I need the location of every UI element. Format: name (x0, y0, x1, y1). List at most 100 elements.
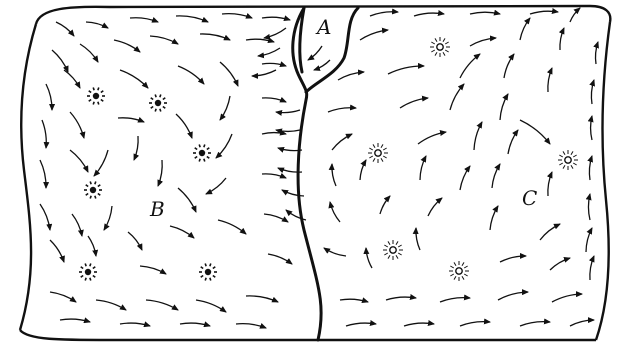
field-arrow (146, 300, 178, 310)
halo-ray (89, 100, 91, 102)
halo-ray (573, 163, 576, 165)
halo-ray (571, 151, 573, 154)
halo-ray (373, 158, 375, 161)
field-arrow (128, 232, 142, 250)
field-arrow (416, 228, 420, 250)
halo-ray (559, 163, 562, 165)
field-arrows (40, 8, 598, 328)
field-arrow (548, 68, 552, 92)
halo-ray (151, 98, 153, 100)
source-point (368, 143, 388, 163)
source-dot (456, 268, 462, 274)
halo-ray (199, 159, 200, 162)
field-arrow (120, 323, 150, 326)
halo-ray (571, 165, 573, 168)
field-arrow (370, 12, 398, 16)
halo-ray (160, 109, 161, 112)
field-arrow (56, 22, 74, 36)
halo-ray (98, 185, 100, 187)
halo-ray (559, 155, 562, 157)
halo-ray (396, 241, 398, 244)
halo-ray (90, 278, 91, 281)
field-arrow (328, 108, 356, 112)
field-arrow (346, 323, 376, 326)
field-arrow (492, 164, 500, 188)
field-arrow (591, 116, 592, 140)
field-arrow (314, 60, 330, 70)
field-arrow (418, 132, 446, 144)
halo-ray (388, 241, 390, 244)
halo-ray (101, 91, 103, 93)
halo-ray (86, 194, 88, 196)
field-arrow (264, 214, 288, 222)
region-labels: A B C (149, 15, 537, 221)
sheet-left-edge (20, 24, 36, 330)
field-arrow (140, 266, 166, 274)
field-arrow (550, 258, 570, 270)
field-arrow (404, 323, 434, 326)
sheet-outline (20, 6, 610, 340)
halo-ray (398, 245, 401, 247)
field-arrow (340, 299, 368, 302)
field-arrow (72, 214, 82, 236)
halo-ray (195, 148, 197, 150)
boundary-region-a-right (306, 8, 358, 92)
halo-ray (462, 262, 464, 265)
field-arrow (40, 160, 46, 188)
halo-ray (445, 50, 448, 52)
sink-dot (155, 100, 161, 106)
sink-dot (199, 150, 205, 156)
halo-ray (90, 263, 91, 266)
halo-ray (95, 196, 96, 199)
field-arrow (252, 70, 276, 76)
field-arrow (264, 28, 286, 38)
halo-ray (195, 157, 197, 159)
halo-ray (445, 42, 448, 44)
halo-ray (369, 148, 372, 150)
field-arrow (70, 112, 84, 138)
field-arrow (520, 120, 550, 144)
field-arrow (380, 196, 390, 214)
field-arrow (470, 12, 500, 14)
field-arrow (414, 13, 444, 16)
halo-ray (160, 94, 161, 97)
halo-ray (201, 267, 203, 269)
field-arrow (42, 120, 46, 148)
field-arrow (96, 300, 126, 310)
halo-ray (155, 109, 156, 112)
halo-ray (86, 185, 88, 187)
halo-ray (89, 91, 91, 93)
field-arrow (52, 50, 68, 72)
halo-ray (384, 253, 387, 255)
halo-ray (210, 278, 211, 281)
source-dot (390, 247, 396, 253)
field-arrow (216, 134, 232, 158)
sink-point (87, 87, 105, 104)
field-arrow (86, 22, 108, 28)
field-arrow (276, 130, 300, 131)
halo-ray (435, 38, 437, 41)
source-dot (565, 157, 571, 163)
halo-ray (199, 144, 200, 147)
field-arrow (200, 34, 230, 40)
sink-point (149, 94, 167, 111)
field-arrow (386, 297, 416, 300)
field-arrow (450, 84, 464, 110)
halo-ray (398, 253, 401, 255)
source-point (383, 240, 403, 260)
halo-ray (93, 276, 95, 278)
field-arrow (80, 44, 98, 62)
halo-ray (443, 52, 445, 55)
field-arrow (114, 40, 140, 52)
field-arrow (158, 160, 162, 186)
region-label-a: A (315, 15, 331, 39)
field-arrow (262, 98, 286, 102)
field-arrow (520, 18, 530, 40)
sink-point (84, 181, 102, 198)
field-arrow (70, 150, 88, 172)
region-boundaries (293, 8, 358, 340)
halo-ray (207, 148, 209, 150)
field-arrow (206, 178, 226, 194)
field-arrow (560, 28, 564, 50)
halo-ray (384, 245, 387, 247)
